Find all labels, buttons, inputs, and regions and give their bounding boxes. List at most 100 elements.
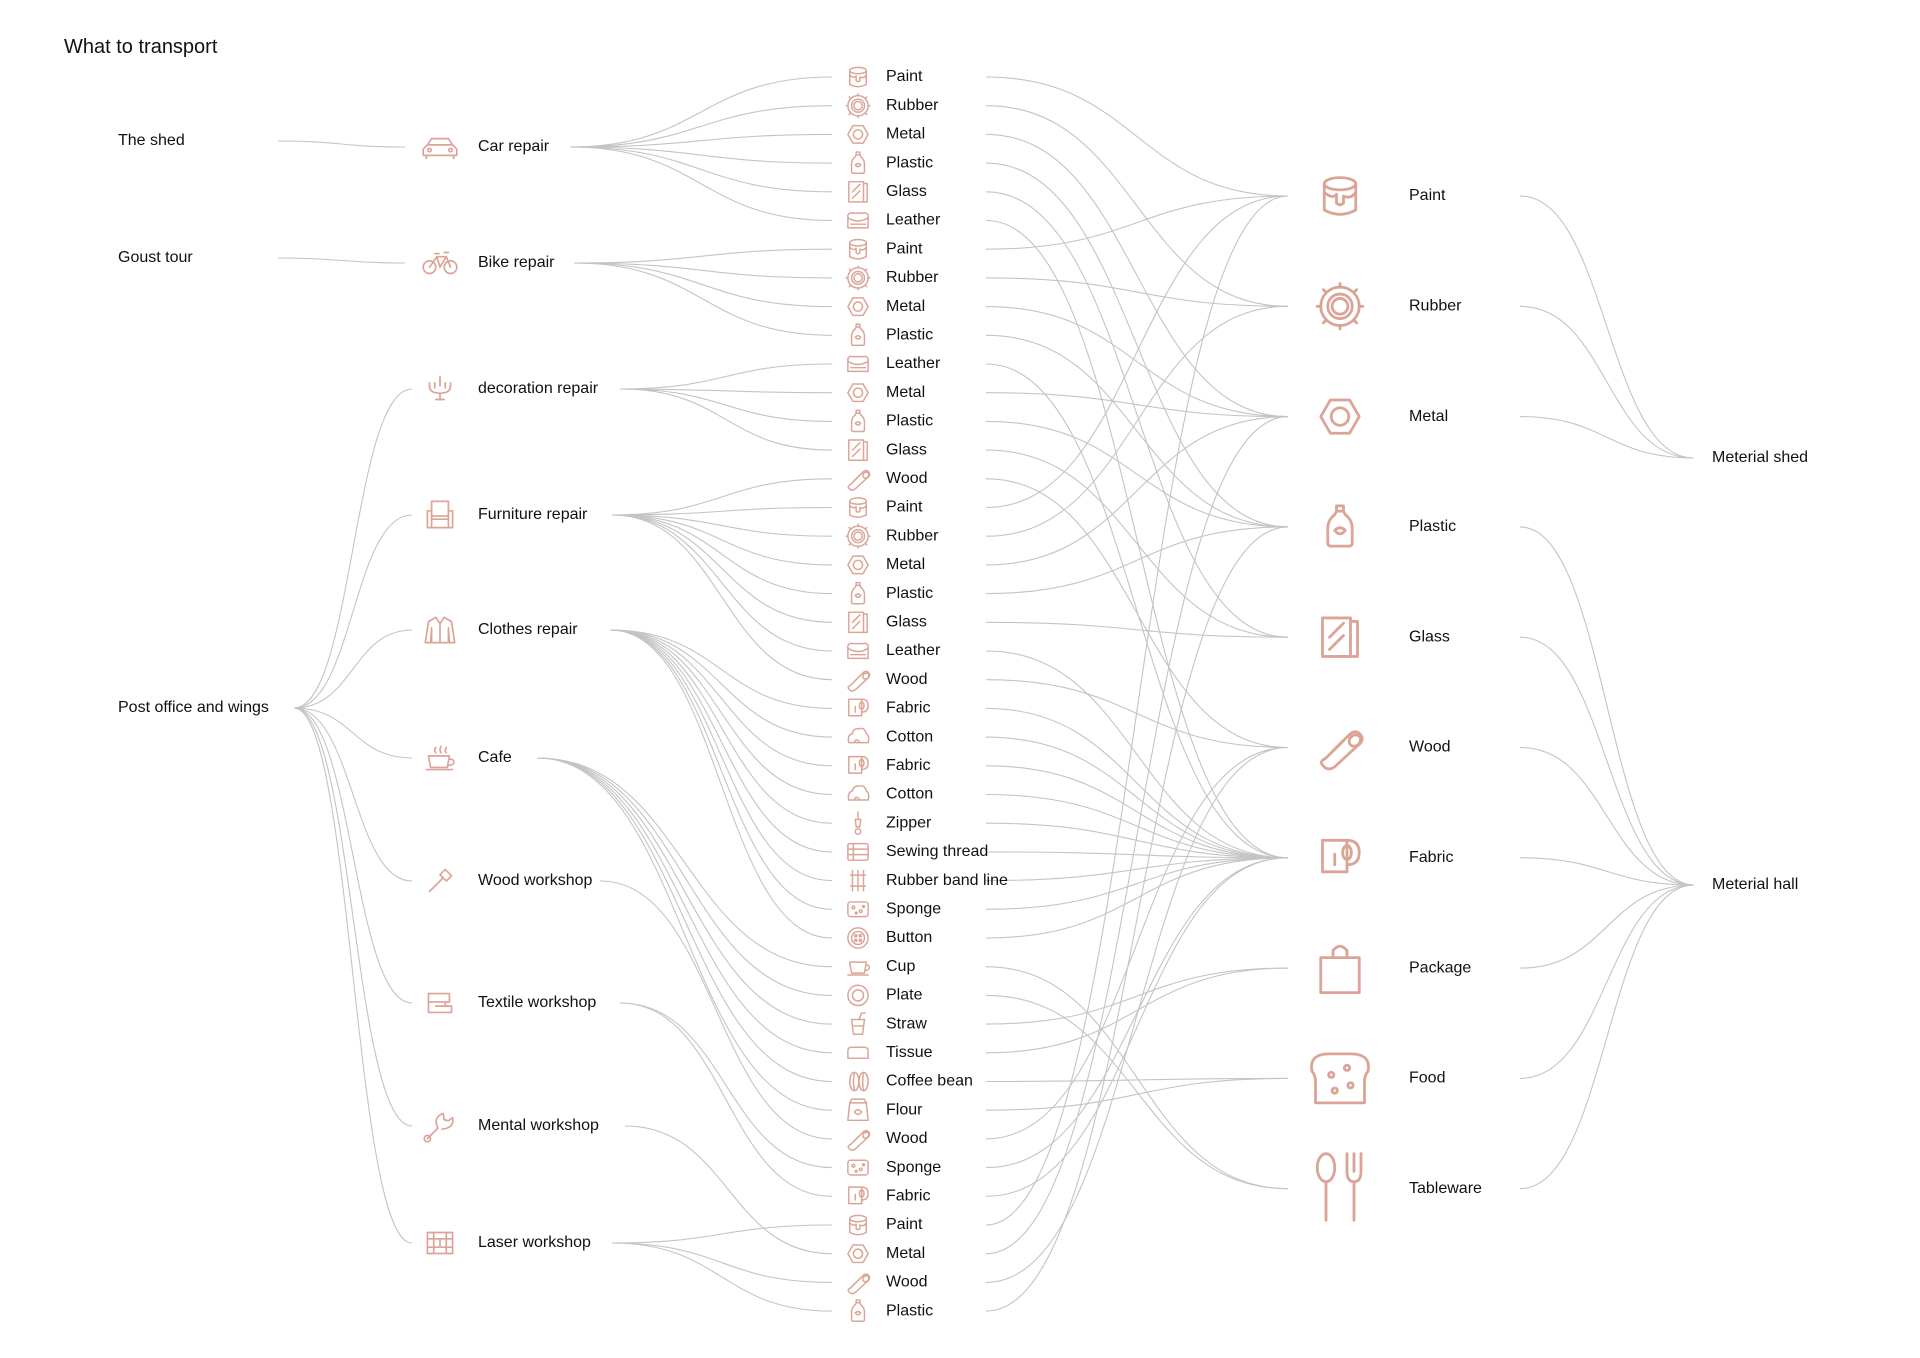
material-button: Button [847, 927, 932, 949]
source-post: Post office and wings [118, 699, 269, 716]
wood-log-icon [847, 469, 871, 491]
activity-textile-workshop: Textile workshop [427, 992, 596, 1014]
link-material-category [985, 857, 1289, 939]
fabric-roll-icon [848, 1186, 869, 1205]
material-plastic: Plastic [850, 1299, 933, 1322]
category-label: Rubber [1409, 298, 1462, 315]
material-label: Paint [886, 240, 923, 257]
source-shed: The shed [118, 132, 185, 149]
link-material-category [985, 363, 1289, 859]
hammer-icon [428, 868, 453, 893]
link-activity-material [536, 757, 833, 1111]
plate-icon [847, 984, 869, 1007]
link-material-category [985, 857, 1289, 882]
material-label: Straw [886, 1015, 927, 1032]
link-material-category [985, 195, 1289, 250]
link-material-category [985, 1077, 1289, 1083]
link-activity-material [609, 629, 833, 910]
activity-label: Laser workshop [478, 1234, 591, 1251]
material-paint: Paint [848, 1214, 923, 1236]
material-label: Rubber [886, 269, 939, 286]
leather-icon [847, 212, 869, 229]
link-material-category [985, 793, 1289, 859]
material-label: Cup [886, 958, 915, 975]
cotton-icon [847, 727, 870, 744]
link-material-category [985, 966, 1289, 1190]
material-rubber: Rubber [845, 523, 939, 549]
link-source-activity [293, 707, 413, 882]
material-sponge: Sponge [847, 901, 941, 918]
plastic-bottle-icon [850, 151, 866, 174]
category-tableware: Tableware [1315, 1152, 1482, 1222]
category-label: Plastic [1409, 518, 1456, 535]
flour-bag-icon [847, 1098, 869, 1122]
material-plastic: Plastic [850, 409, 933, 433]
link-activity-material [611, 1242, 833, 1312]
material-label: Rubber [886, 97, 939, 114]
material-label: Rubber band line [886, 872, 1008, 889]
material-cotton: Cotton [847, 785, 933, 803]
material-plastic: Plastic [850, 581, 933, 605]
link-material-category [985, 392, 1289, 418]
link-category-destination [1519, 416, 1695, 459]
material-label: Metal [886, 298, 925, 315]
paint-bucket-icon [1322, 176, 1358, 216]
link-material-category [985, 416, 1289, 566]
link-category-destination [1519, 636, 1695, 886]
link-material-category [985, 526, 1289, 1312]
link-activity-material [611, 514, 833, 595]
material-label: Wood [886, 1274, 928, 1291]
link-material-category [985, 191, 1289, 638]
zipper-icon [854, 811, 862, 835]
material-label: Tissue [886, 1044, 933, 1061]
material-label: Glass [886, 614, 927, 631]
glass-pane-icon [848, 180, 868, 203]
material-label: Plate [886, 987, 923, 1004]
source-label: The shed [118, 132, 185, 149]
material-label: Paint [886, 1216, 923, 1233]
activity-furniture-repair: Furniture repair [426, 500, 588, 529]
material-wood: Wood [847, 1129, 928, 1151]
coffee-cup-icon [425, 745, 455, 771]
link-activity-material [609, 629, 833, 709]
link-activity-material [611, 514, 833, 652]
material-zipper: Zipper [854, 811, 932, 835]
material-label: Fabric [886, 757, 930, 774]
link-activity-material [573, 248, 833, 264]
plastic-bottle-icon [850, 409, 866, 433]
link-category-destination [1519, 884, 1695, 1079]
material-sewing-thread: Sewing thread [847, 842, 988, 861]
link-activity-material [619, 363, 833, 390]
material-fabric: Fabric [848, 1186, 930, 1205]
material-label: Coffee bean [886, 1073, 973, 1090]
category-label: Glass [1409, 628, 1450, 645]
material-glass: Glass [848, 439, 927, 461]
material-glass: Glass [848, 611, 927, 634]
activity-decoration-repair: decoration repair [428, 375, 599, 401]
activity-car-repair: Car repair [422, 137, 550, 160]
material-label: Metal [886, 126, 925, 143]
bread-icon [1310, 1052, 1370, 1105]
material-label: Glass [886, 441, 927, 458]
material-paint: Paint [848, 497, 923, 518]
material-label: Wood [886, 470, 928, 487]
activity-label: Wood workshop [478, 872, 593, 889]
category-label: Food [1409, 1070, 1445, 1087]
material-label: Fabric [886, 1188, 930, 1205]
cotton-icon [847, 785, 870, 801]
category-glass: Glass [1321, 616, 1450, 658]
link-material-category [985, 416, 1289, 1255]
wood-log-icon [847, 670, 871, 692]
category-label: Wood [1409, 739, 1451, 756]
destination-meterial-shed: Meterial shed [1712, 449, 1808, 466]
material-label: Leather [886, 212, 941, 229]
car-icon [422, 137, 458, 160]
link-source-activity [293, 707, 413, 759]
source-goust: Goust tour [118, 249, 193, 266]
category-label: Paint [1409, 187, 1446, 204]
link-source-activity [293, 388, 413, 709]
category-label: Metal [1409, 408, 1448, 425]
link-activity-material [536, 757, 833, 1054]
